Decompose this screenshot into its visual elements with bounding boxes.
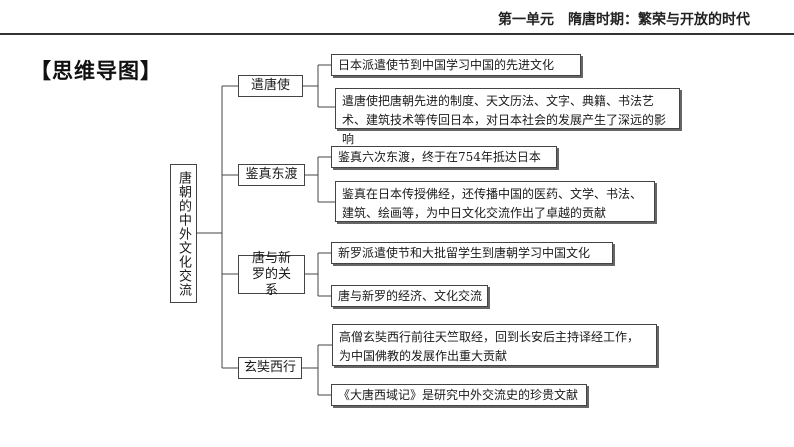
leaf-jianzhen-1: 鉴真六次东渡，终于在754年抵达日本 <box>331 146 557 168</box>
leaf-envoys-1: 日本派遣使节到中国学习中国的先进文化 <box>331 54 581 76</box>
branch-node-envoys: 遣唐使 <box>238 75 303 97</box>
leaf-envoys-2: 遣唐使把唐朝先进的制度、天文历法、文字、典籍、书法艺术、建筑技术等传回日本，对日… <box>335 88 680 146</box>
leaf-silla-2: 唐与新罗的经济、文化交流 <box>331 285 488 307</box>
root-node: 唐朝的中外文化交流 <box>170 164 197 303</box>
branch-node-xuanzang: 玄奘西行 <box>238 357 302 379</box>
leaf-xuanzang-2: 《大唐西域记》是研究中外交流史的珍贵文献 <box>331 384 587 406</box>
branch-node-silla: 唐与新罗的关系 <box>238 251 305 298</box>
section-title: 【思维导图】 <box>30 59 162 83</box>
header-divider <box>0 33 794 35</box>
header-title: 第一单元 隋唐时期：繁荣与开放的时代 <box>498 12 750 28</box>
leaf-jianzhen-2: 鉴真在日本传授佛经，还传播中国的医药、文学、书法、建筑、绘画等，为中日文化交流作… <box>335 181 655 222</box>
branch-node-jianzhen: 鉴真东渡 <box>238 164 305 186</box>
leaf-silla-1: 新罗派遣使节和大批留学生到唐朝学习中国文化 <box>331 242 613 264</box>
leaf-xuanzang-1: 高僧玄奘西行前往天竺取经，回到长安后主持译经工作，为中国佛教的发展作出重大贡献 <box>332 324 657 366</box>
